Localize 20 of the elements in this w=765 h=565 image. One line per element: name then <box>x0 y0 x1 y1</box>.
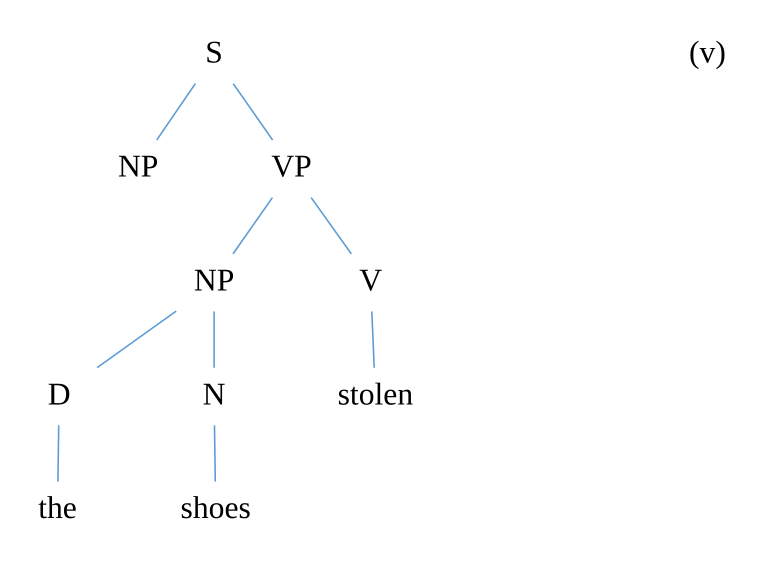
connector <box>213 311 215 368</box>
connector <box>57 425 60 482</box>
connector <box>156 83 196 140</box>
node-text: NP <box>194 262 234 298</box>
node-text: D <box>48 376 71 412</box>
connector <box>214 425 216 482</box>
node-text: N <box>202 376 226 412</box>
node-text: the <box>38 490 77 526</box>
node-text: shoes <box>180 490 251 526</box>
connector <box>310 197 352 254</box>
connector <box>371 311 376 368</box>
connector <box>232 197 274 254</box>
node-text: VP <box>271 148 312 184</box>
label: (v) <box>689 34 726 70</box>
node-text: NP <box>118 148 158 184</box>
connector <box>232 83 274 140</box>
node-text: S <box>205 34 223 70</box>
node-text: V <box>359 262 382 298</box>
node-text: stolen <box>338 376 414 412</box>
connector <box>96 310 177 368</box>
